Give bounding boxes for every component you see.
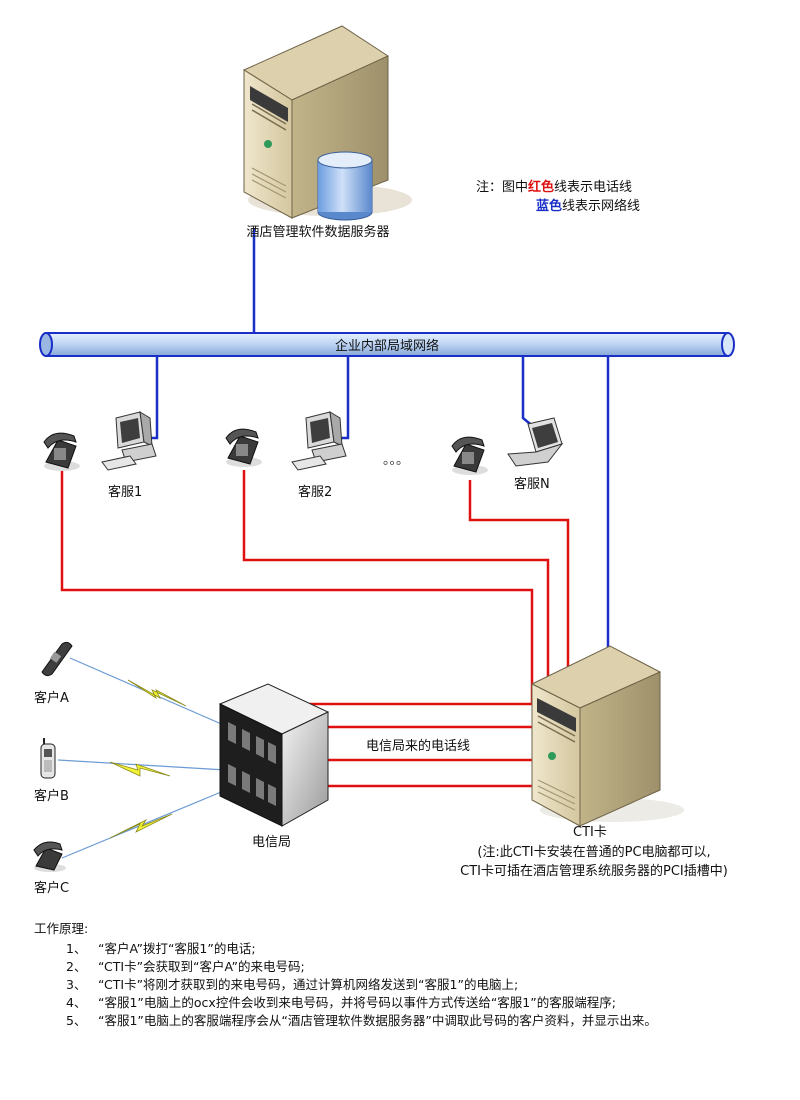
step-number: 4、 [66, 995, 87, 1010]
principle-step: 4、 “客服1”电脑上的ocx控件会收到来电号码，并将号码以事件方式传送给“客服… [34, 994, 774, 1012]
svg-text:注：图中红色线表示电话线: 注：图中红色线表示电话线 [476, 179, 632, 195]
telecom-label: 电信局 [252, 835, 291, 850]
customer-b: 客户B [34, 738, 69, 804]
principle-title: 工作原理: [34, 921, 89, 936]
step-text: “CTI卡”将刚才获取到的来电号码，通过计算机网络发送到“客服1”的电脑上; [98, 977, 519, 992]
legend-red-word: 红色 [528, 179, 554, 195]
step-number: 5、 [66, 1013, 87, 1028]
legend: 注：图中红色线表示电话线 蓝色线表示网络线 [476, 179, 640, 214]
laptop-icon [507, 417, 564, 467]
principle-step: 5、 “客服1”电脑上的客服端程序会从“酒店管理软件数据服务器”中调取此号码的客… [34, 1012, 774, 1030]
lightning-icon [109, 813, 173, 839]
cti-label: CTI卡 [573, 825, 607, 840]
lightning-icon [109, 761, 171, 777]
agent-n-label: 客服N [514, 476, 550, 492]
desk-phone-icon [33, 841, 66, 872]
step-number: 3、 [66, 977, 87, 992]
legend-blue-rest: 线表示网络线 [562, 198, 640, 214]
step-text: “客服1”电脑上的ocx控件会收到来电号码，并将号码以事件方式传送给“客服1”的… [98, 995, 616, 1010]
customer-c: 客户C [33, 841, 69, 896]
principle-step: 3、 “CTI卡”将刚才获取到的来电号码，通过计算机网络发送到“客服1”的电脑上… [34, 976, 774, 994]
cti-server: CTI卡 (注:此CTI卡安装在普通的PC电脑都可以, CTI卡可插在酒店管理系… [460, 645, 728, 879]
legend-red-rest: 线表示电话线 [554, 180, 632, 195]
step-text: “客服1”电脑上的客服端程序会从“酒店管理软件数据服务器”中调取此号码的客户资料… [98, 1013, 657, 1028]
mobile-phone-icon [40, 738, 56, 779]
desk-phone-icon [225, 428, 262, 467]
agent-1: 客服1 [43, 411, 157, 500]
legend-blue-word: 蓝色 [536, 198, 562, 214]
principle-step: 2、 “CTI卡”会获取到“客户A”的来电号码; [34, 958, 774, 976]
trunk-label: 电信局来的电话线 [366, 738, 470, 754]
ellipsis: 。。。 [383, 453, 409, 468]
server-label: 酒店管理软件数据服务器 [246, 224, 389, 240]
agent-1-label: 客服1 [108, 484, 142, 500]
svg-text:蓝色线表示网络线: 蓝色线表示网络线 [536, 198, 640, 214]
desk-phone-icon [451, 436, 488, 475]
customer-c-label: 客户C [34, 880, 69, 896]
desktop-computer-icon [101, 411, 157, 471]
customer-b-label: 客户B [34, 788, 69, 804]
database-server: 酒店管理软件数据服务器 [242, 25, 412, 240]
agent2-phone-line [242, 470, 550, 700]
legend-prefix: 注：图中 [476, 180, 528, 195]
agent-n: 客服N [451, 417, 564, 492]
lan-pipe: 企业内部局域网络 [39, 332, 735, 357]
cti-note-line1: (注:此CTI卡安装在普通的PC电脑都可以, [477, 844, 710, 860]
step-number: 1、 [66, 941, 87, 956]
agent-2: 客服2 [225, 411, 347, 500]
agent1-phone-line [60, 470, 534, 705]
agentN-phone-line [468, 480, 570, 692]
cordless-phone-icon [41, 641, 73, 677]
database-cylinder-icon [317, 151, 373, 221]
telecom-building: 电信局 [218, 683, 330, 850]
network-lines [146, 228, 610, 648]
desktop-computer-icon [291, 411, 347, 471]
wireless-signals [109, 679, 187, 839]
step-number: 2、 [66, 959, 87, 974]
working-principle: 工作原理: 1、 “客户A”拨打“客服1”的电话; 2、 “CTI卡”会获取到“… [34, 920, 774, 1030]
agent-2-label: 客服2 [298, 484, 332, 500]
desk-phone-icon [43, 432, 80, 471]
principle-step: 1、 “客户A”拨打“客服1”的电话; [34, 940, 774, 958]
customer-a-label: 客户A [34, 690, 69, 706]
phone-lines [60, 470, 570, 788]
lightning-icon [127, 679, 187, 707]
agentN-network-line [521, 356, 536, 429]
cti-note-line2: CTI卡可插在酒店管理系统服务器的PCI插槽中) [460, 863, 728, 879]
customer-a: 客户A [34, 641, 73, 706]
step-text: “客户A”拨打“客服1”的电话; [98, 941, 256, 956]
lan-label: 企业内部局域网络 [335, 338, 439, 354]
step-text: “CTI卡”会获取到“客户A”的来电号码; [98, 959, 305, 974]
